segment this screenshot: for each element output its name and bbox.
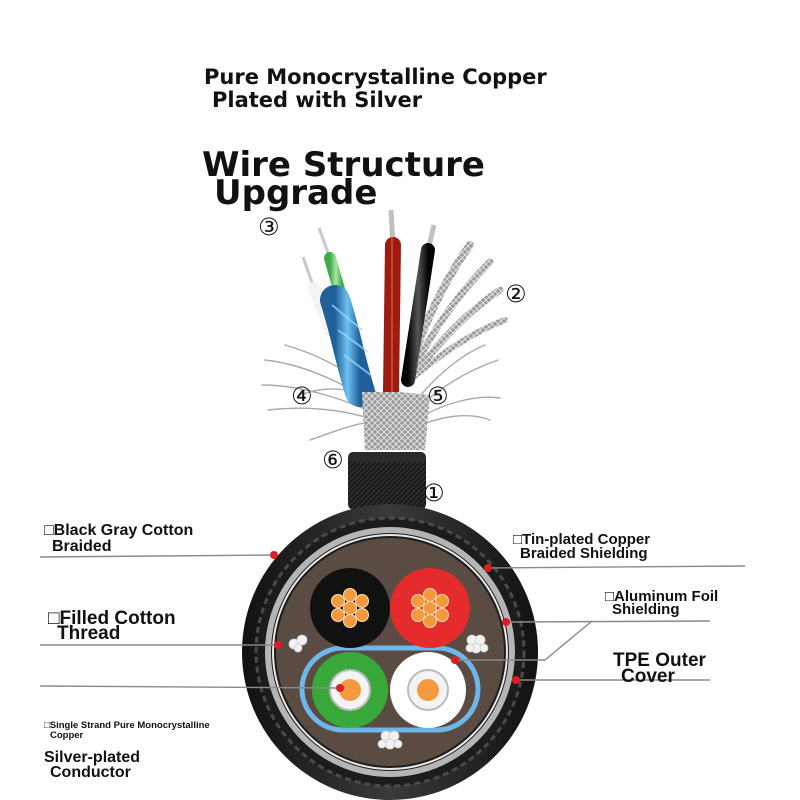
leader-lines — [39, 554, 746, 689]
conductor-red — [390, 568, 470, 648]
foil-shielded-pair — [301, 227, 375, 407]
title-line-2: Upgrade — [214, 173, 378, 213]
label-tpe-2: Cover — [621, 666, 675, 687]
marker-4: ④ — [291, 382, 313, 410]
cotton-filler-threads — [288, 634, 489, 750]
label-filled-cotton-1: □Filled Cotton — [48, 608, 176, 629]
tin-plated-braid-ring — [265, 527, 515, 777]
power-wire-red — [383, 209, 401, 400]
leader-dots — [270, 551, 520, 692]
label-black-gray-cotton-2: Braided — [52, 538, 112, 555]
label-tin-plated-1: □Tin-plated Copper — [513, 531, 651, 548]
label-single-strand-1: □Single Strand Pure Monocrystalline — [44, 720, 210, 731]
title-line-1: Wire Structure — [202, 145, 485, 185]
label-aluminum-foil-1: □Aluminum Foil — [605, 588, 719, 605]
conductor-green — [312, 652, 388, 728]
power-wire-black — [401, 224, 437, 387]
label-aluminum-foil-2: Shielding — [612, 601, 680, 618]
label-tin-plated-2: Braided Shielding — [520, 545, 648, 562]
label-black-gray-cotton-1: □Black Gray Cotton — [44, 522, 194, 539]
aluminum-foil-ring — [272, 534, 508, 770]
pair-foil-wrap — [299, 645, 481, 733]
marker-2: ② — [505, 280, 527, 308]
label-tpe-1: TPE Outer — [613, 650, 706, 671]
label-single-strand-2: Copper — [50, 730, 84, 741]
cable-cross-section — [242, 504, 538, 800]
header-line-2: Plated with Silver — [212, 88, 423, 112]
label-silver-plated-2: Conductor — [50, 764, 131, 781]
marker-1: ① — [423, 479, 445, 507]
conductor-white — [390, 652, 466, 728]
header-line-1: Pure Monocrystalline Copper — [204, 65, 547, 89]
marker-6: ⑥ — [322, 446, 344, 474]
label-silver-plated-1: Silver-plated — [44, 749, 141, 766]
marker-5: ⑤ — [427, 382, 449, 410]
exploded-cable-view — [261, 209, 508, 510]
marker-3: ③ — [258, 213, 280, 241]
label-filled-cotton-2: Thread — [57, 623, 121, 644]
cable-stub — [348, 392, 430, 510]
conductor-black — [310, 568, 390, 648]
